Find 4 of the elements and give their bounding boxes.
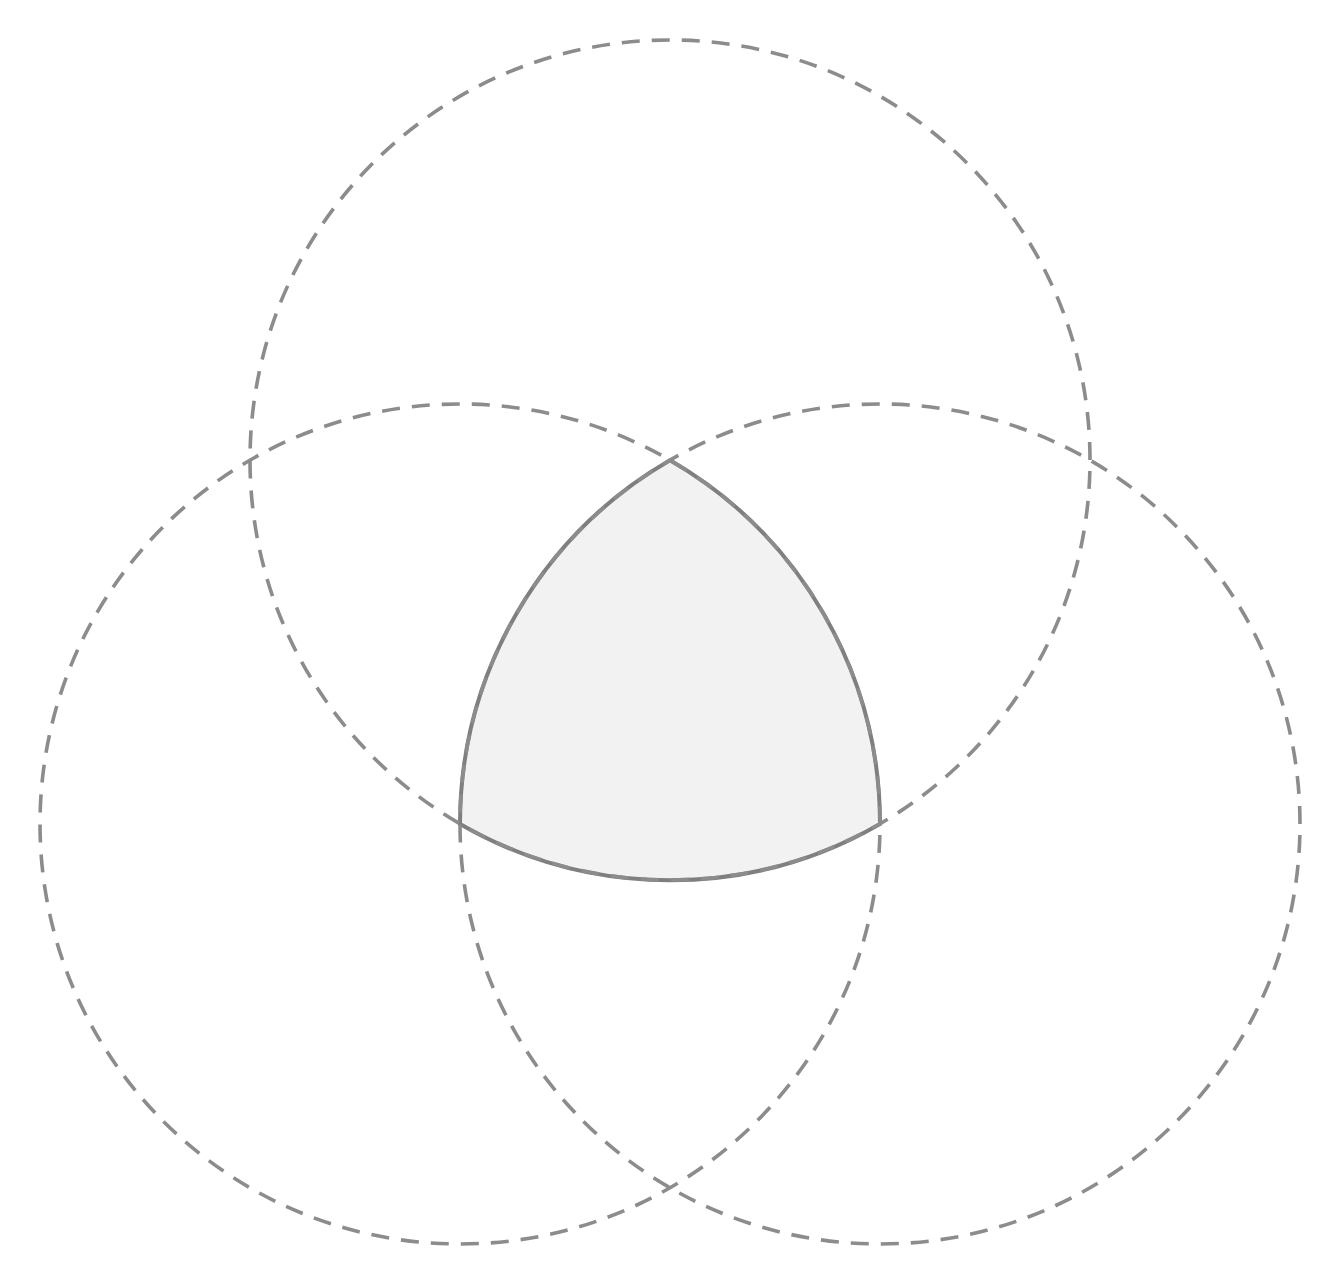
- dashed-circle: [458, 402, 1302, 1246]
- dashed-circle: [248, 38, 1092, 882]
- dashed-circle: [38, 402, 882, 1246]
- reuleaux-triangle: [458, 458, 882, 883]
